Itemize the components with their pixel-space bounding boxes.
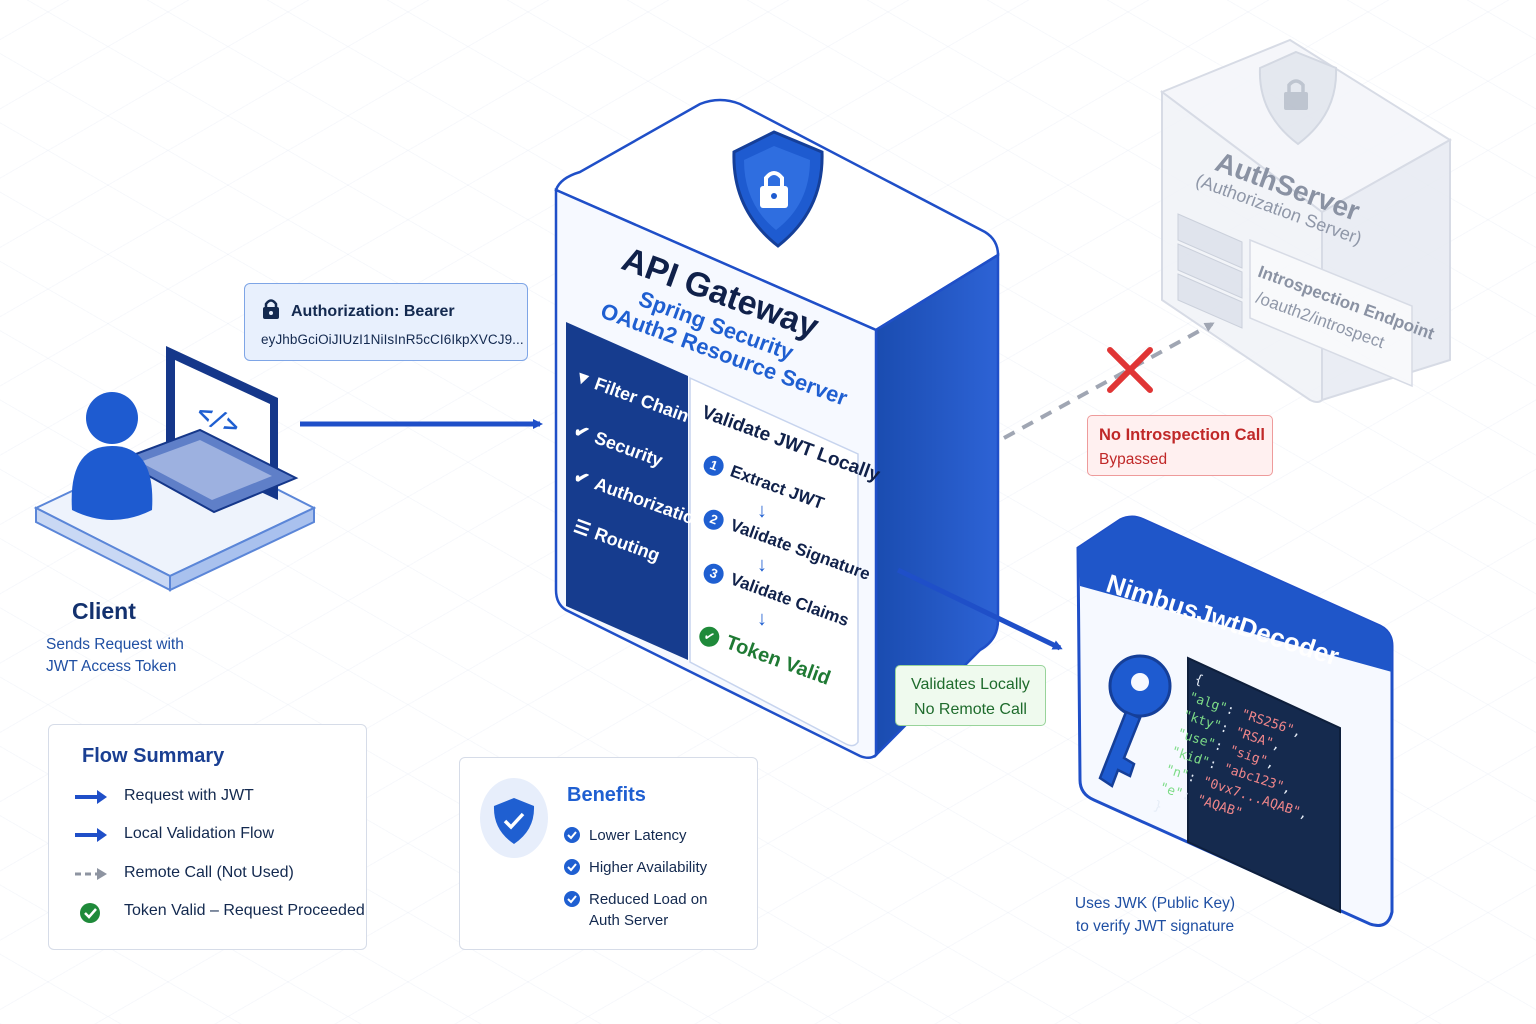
nimbus-decoder-window [1076, 515, 1394, 927]
client-title: Client [72, 598, 136, 624]
legend-item-token-valid: Token Valid – Request Proceeded [73, 900, 365, 924]
check-circle-icon [564, 859, 580, 875]
step-down-arrow: ↓ [757, 500, 767, 522]
benefits-title: Benefits [567, 784, 646, 806]
jwt-token-value: eyJhbGciOiJIUzI1NiIsInR5cCI6IkpXVCJ9... [261, 332, 524, 347]
remote-call-dashed-arrow [1003, 322, 1215, 440]
solid-arrow-icon [75, 828, 107, 842]
solid-arrow-icon [75, 790, 107, 804]
legend-item-request: Request with JWT [73, 785, 363, 809]
step-down-arrow: ↓ [757, 554, 767, 576]
flow-summary-title: Flow Summary [82, 745, 225, 767]
validates-locally-badge: Validates Locally No Remote Call [895, 665, 1046, 726]
auth-server-box [1159, 38, 1452, 403]
legend-item-remote-call: Remote Call (Not Used) [73, 862, 363, 886]
check-circle-icon [80, 903, 100, 923]
check-circle-icon [564, 891, 580, 907]
auth-header-label: Authorization: Bearer [291, 303, 455, 320]
shield-check-icon [480, 778, 548, 858]
shield-lock-icon [732, 130, 824, 248]
flow-summary-card: Flow Summary Request with JWT Local Vali… [48, 724, 367, 950]
step-down-arrow: ↓ [757, 608, 767, 630]
red-x-icon [1107, 347, 1153, 393]
no-introspection-badge: No Introspection Call Bypassed [1087, 415, 1273, 476]
check-circle-icon [564, 827, 580, 843]
jwk-note: Uses JWK (Public Key) to verify JWT sign… [1074, 895, 1236, 935]
legend-item-local-validation: Local Validation Flow [73, 823, 363, 847]
lock-icon [263, 299, 279, 319]
local-validation-arrow [896, 567, 1063, 651]
dashed-arrow-icon [75, 868, 107, 880]
laptop-icon: </> [117, 346, 299, 514]
benefits-card: Benefits Lower Latency Higher Availabili… [459, 757, 758, 950]
authorization-header-box: Authorization: Bearer eyJhbGciOiJIUzI1Ni… [244, 283, 528, 361]
client-subtitle: Sends Request with JWT Access Token [46, 636, 184, 675]
key-icon [1098, 654, 1172, 788]
user-icon [71, 392, 153, 520]
